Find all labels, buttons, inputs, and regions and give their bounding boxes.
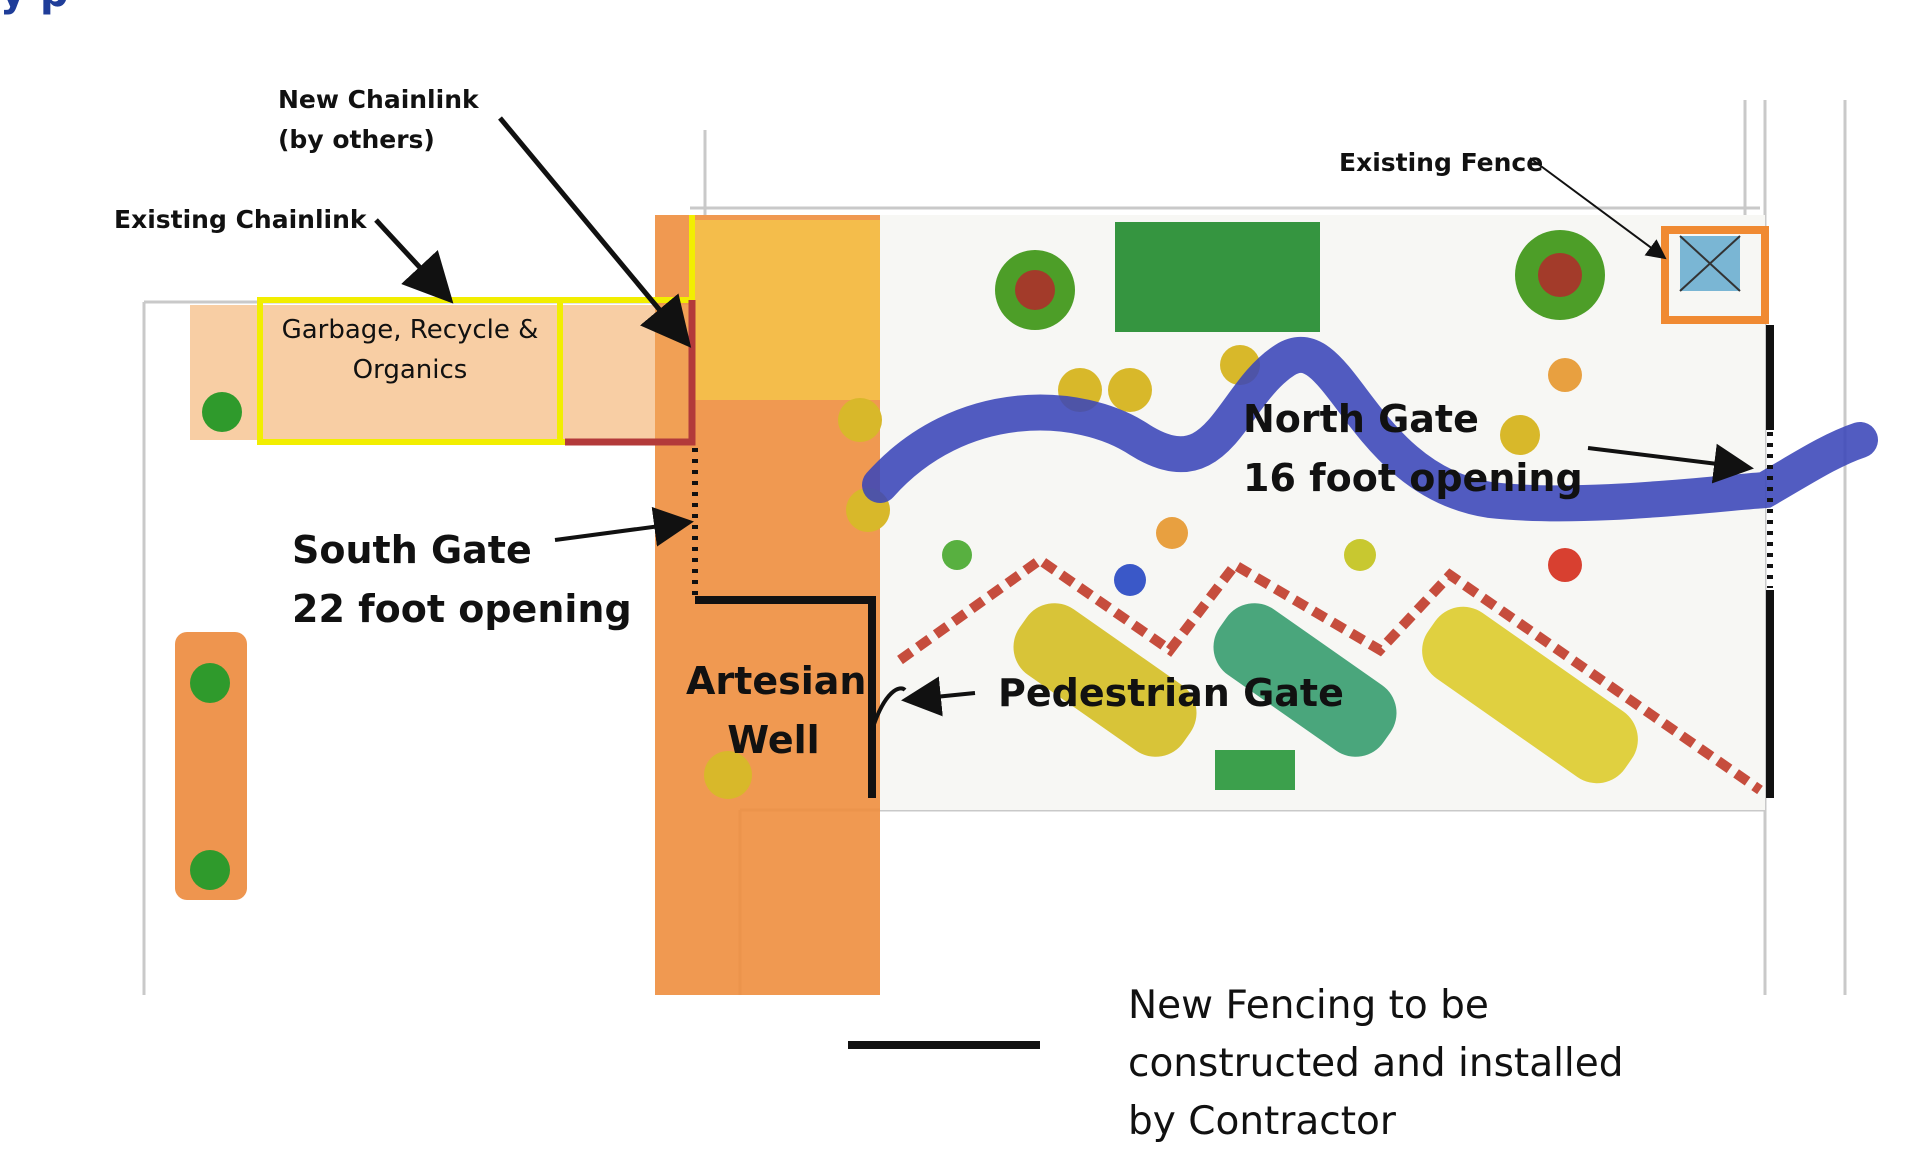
garden-beds [1013, 603, 1638, 784]
label-south-gate: South Gate 22 foot opening [292, 528, 632, 631]
brick-path [897, 553, 1763, 795]
pathway [175, 215, 880, 995]
creek [862, 337, 1878, 522]
new-fencing [695, 325, 1774, 798]
label-pedestrian-gate: Pedestrian Gate [998, 671, 1344, 715]
legend-text: New Fencing to be constructed and instal… [1128, 983, 1624, 1144]
gate-openings [692, 432, 1773, 598]
label-garbage-area: Garbage, Recycle & Organics [281, 315, 539, 385]
label-existing-chainlink: Existing Chainlink [114, 205, 367, 234]
label-existing-fence: Existing Fence [1339, 148, 1544, 177]
label-artesian-well: Artesian Well [686, 659, 867, 762]
label-north-gate: North Gate 16 foot opening [1243, 397, 1583, 500]
header-title-fragment: y p [0, 0, 69, 16]
callout-arrows [374, 116, 1754, 717]
lawn-areas [1115, 222, 1320, 790]
existing-fence-square [1661, 226, 1769, 324]
existing-chainlink [565, 300, 696, 446]
label-new-chainlink: New Chainlink (by others) [278, 85, 479, 154]
